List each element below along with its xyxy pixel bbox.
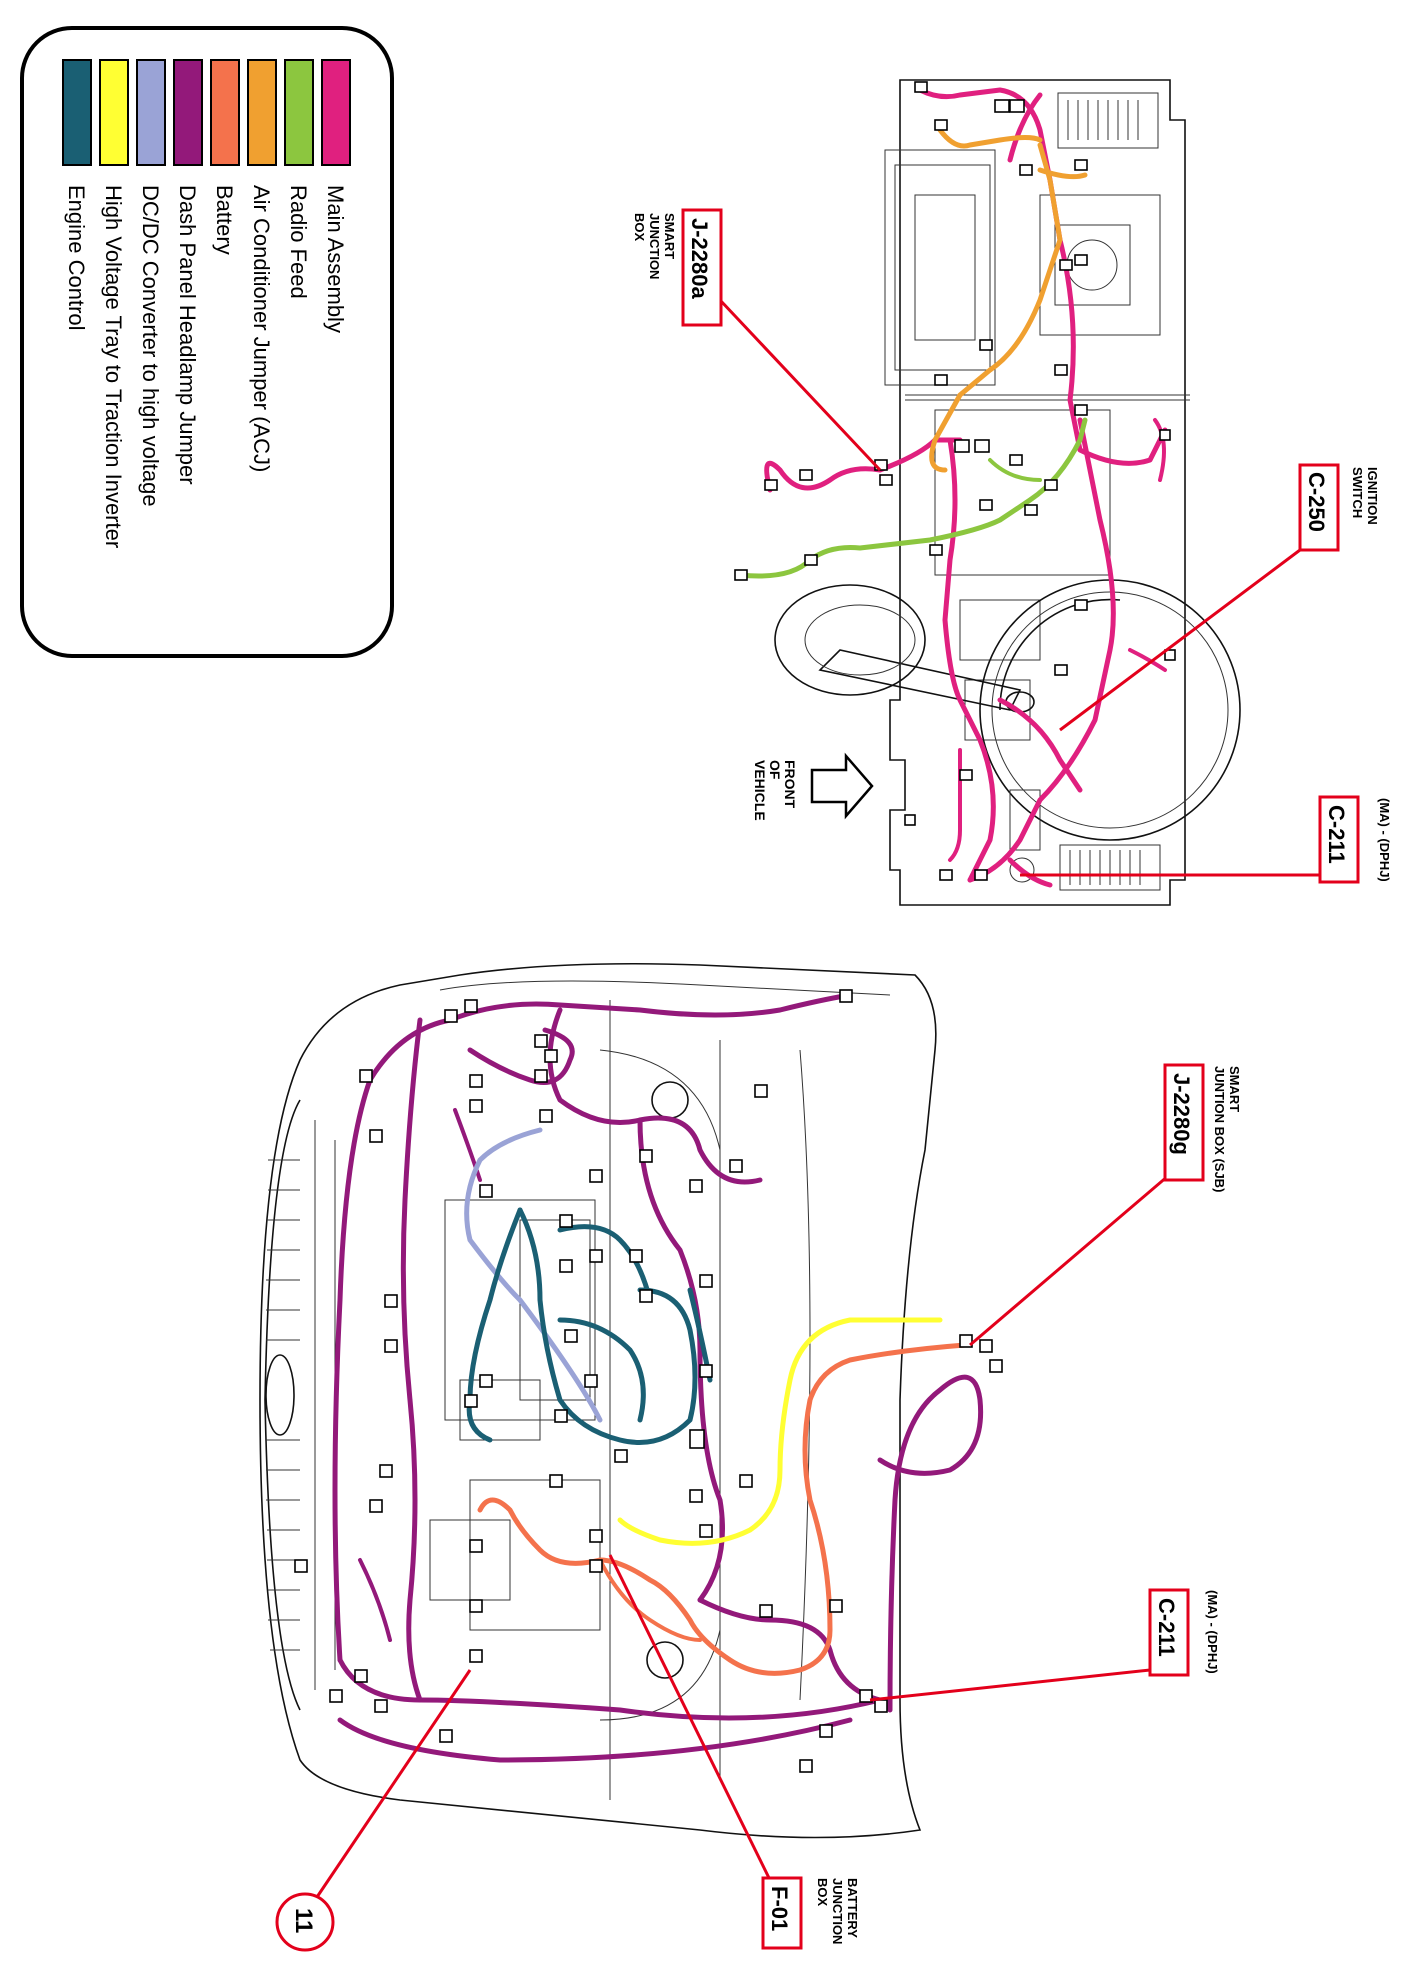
callout-j2280g: J-2280g SMART JUNTION BOX (SJB) bbox=[1163, 1063, 1242, 1192]
callout-line-c250 bbox=[1059, 548, 1301, 732]
callout-line-c211-engine bbox=[869, 1668, 1151, 1702]
callout-j2280a: J-2280a SMART JUNCTION BOX bbox=[632, 208, 723, 327]
callout-caption-f01-3: BOX bbox=[815, 1878, 830, 1907]
callout-caption-f01-2: JUNCTION bbox=[830, 1878, 845, 1944]
callout-caption-f01-1: BATTERY bbox=[845, 1878, 860, 1938]
legend-swatch-2 bbox=[284, 59, 314, 166]
legend-swatches bbox=[62, 59, 351, 166]
dash-connectors bbox=[734, 81, 1176, 881]
dash-panel-view: FRONT OF VEHICLE bbox=[632, 79, 1392, 906]
dash-wires bbox=[737, 87, 1168, 888]
legend-swatch-5 bbox=[173, 59, 203, 166]
callout-line-11 bbox=[313, 1669, 472, 1901]
legend-label-7: High Voltage Tray to Traction Inverter bbox=[101, 185, 126, 548]
legend-label-5: Dash Panel Headlamp Jumper bbox=[175, 185, 200, 485]
legend: Main Assembly Radio Feed Air Conditioner J… bbox=[20, 26, 394, 658]
front-of-vehicle-arrow bbox=[810, 752, 874, 820]
callout-f01: F-01 BATTERY JUNCTION BOX bbox=[761, 1876, 860, 1950]
callout-caption-c211-dash: (MA) - (DPHJ) bbox=[1377, 798, 1392, 882]
callout-code-j2280g: J-2280g bbox=[1169, 1073, 1194, 1155]
legend-label-1: Main Assembly bbox=[323, 185, 348, 333]
callout-caption-c211-engine: (MA) - (DPHJ) bbox=[1205, 1590, 1220, 1674]
legend-swatch-6 bbox=[136, 59, 166, 166]
legend-label-2: Radio Feed bbox=[286, 185, 311, 299]
ford-emblem bbox=[265, 1354, 295, 1436]
engine-wires bbox=[332, 992, 984, 1763]
callout-caption-j2280a-2: JUNCTION bbox=[647, 213, 662, 279]
engine-connectors bbox=[294, 989, 1003, 1773]
callout-circle-11: 11 bbox=[275, 1892, 335, 1952]
callout-c211-dash: C-211 (MA) - (DPHJ) bbox=[1318, 795, 1392, 884]
callout-caption-j2280g-1: SMART bbox=[1227, 1066, 1242, 1112]
callout-line-j2280a bbox=[718, 298, 882, 472]
legend-swatch-1 bbox=[321, 59, 351, 166]
callout-caption-c250-1: IGNITION bbox=[1365, 467, 1380, 525]
legend-label-8: Engine Control bbox=[64, 185, 89, 331]
legend-label-3: Air Conditioner Jumper (ACJ) bbox=[249, 185, 274, 472]
engine-compartment-view: J-2280g SMART JUNTION BOX (SJB) C-211 (M… bbox=[259, 962, 1242, 1952]
legend-labels: Main Assembly Radio Feed Air Conditioner J… bbox=[64, 185, 348, 548]
legend-label-6: DC/DC Converter to high voltage bbox=[138, 185, 163, 507]
callout-code-f01: F-01 bbox=[767, 1886, 792, 1931]
callout-code-j2280a: J-2280a bbox=[687, 218, 712, 300]
callout-line-j2280g bbox=[969, 1168, 1176, 1347]
callout-c250: C-250 IGNITION SWITCH bbox=[1298, 463, 1380, 552]
callout-c211-engine: C-211 (MA) - (DPHJ) bbox=[1148, 1588, 1220, 1677]
callout-caption-c250-2: SWITCH bbox=[1350, 467, 1365, 518]
callout-code-c211-dash: C-211 bbox=[1324, 805, 1349, 864]
front-of-vehicle-label-1: FRONT bbox=[782, 760, 798, 809]
legend-swatch-7 bbox=[99, 59, 129, 166]
callout-code-c250: C-250 bbox=[1304, 472, 1329, 532]
callout-caption-j2280a-3: BOX bbox=[632, 213, 647, 242]
callout-caption-j2280g-2: JUNTION BOX (SJB) bbox=[1212, 1066, 1227, 1192]
callout-code-c211-engine: C-211 bbox=[1154, 1598, 1179, 1657]
legend-swatch-4 bbox=[210, 59, 240, 166]
front-of-vehicle-label-2: OF bbox=[767, 760, 783, 780]
legend-swatch-8 bbox=[62, 59, 92, 166]
legend-swatch-3 bbox=[247, 59, 277, 166]
callout-line-f01 bbox=[608, 1554, 772, 1881]
legend-label-4: Battery bbox=[212, 185, 237, 255]
vent-grille-top bbox=[1067, 100, 1139, 140]
vent-grille-bottom bbox=[1069, 850, 1141, 885]
circle-number-11: 11 bbox=[290, 1908, 317, 1933]
front-of-vehicle-label-3: VEHICLE bbox=[752, 760, 768, 821]
grille-slats bbox=[266, 1159, 300, 1651]
callout-caption-j2280a-1: SMART bbox=[662, 213, 677, 259]
